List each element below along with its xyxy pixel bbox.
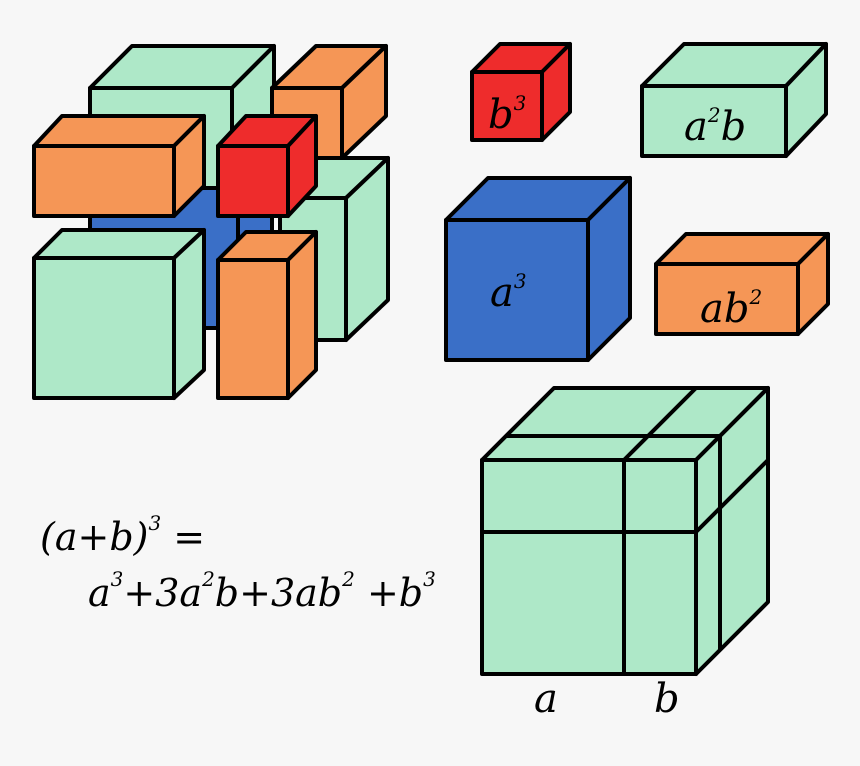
formula-line-1: (a+b)3 = bbox=[40, 511, 205, 559]
legend-ab2: ab2 bbox=[654, 232, 830, 336]
label-a3: a3 bbox=[490, 269, 527, 316]
face-front bbox=[480, 458, 698, 676]
axis-label-a: a bbox=[534, 676, 558, 722]
legend-a2b: a2b bbox=[640, 42, 828, 158]
face-front bbox=[470, 70, 544, 142]
block-b3-center bbox=[216, 114, 318, 218]
face-side bbox=[286, 230, 318, 400]
label-b3: b3 bbox=[488, 91, 526, 138]
label-ab2: ab2 bbox=[700, 285, 762, 332]
face-front bbox=[654, 262, 800, 336]
label-a2b: a2b bbox=[684, 103, 746, 150]
legend-b3: b3 bbox=[470, 42, 572, 142]
face-front bbox=[32, 256, 176, 400]
face-front bbox=[640, 84, 788, 158]
formula-line-2: a3+3a2b+3ab2 +b3 bbox=[88, 567, 436, 615]
axis-label-b: b bbox=[654, 676, 680, 722]
assembled-cube bbox=[480, 386, 770, 676]
exploded-cube bbox=[32, 44, 390, 400]
face-front bbox=[216, 144, 290, 218]
block-ab2-front-left bbox=[32, 114, 206, 218]
legend-a3: a3 bbox=[444, 176, 632, 362]
face-front bbox=[32, 144, 176, 218]
block-a2b-front bbox=[32, 228, 206, 400]
divider-top-depth bbox=[622, 386, 698, 462]
face-side bbox=[172, 228, 206, 400]
divider-side-horizontal bbox=[694, 458, 770, 534]
block-ab2-front-vertical bbox=[216, 230, 318, 400]
face-front bbox=[444, 218, 590, 362]
face-front bbox=[216, 258, 290, 400]
